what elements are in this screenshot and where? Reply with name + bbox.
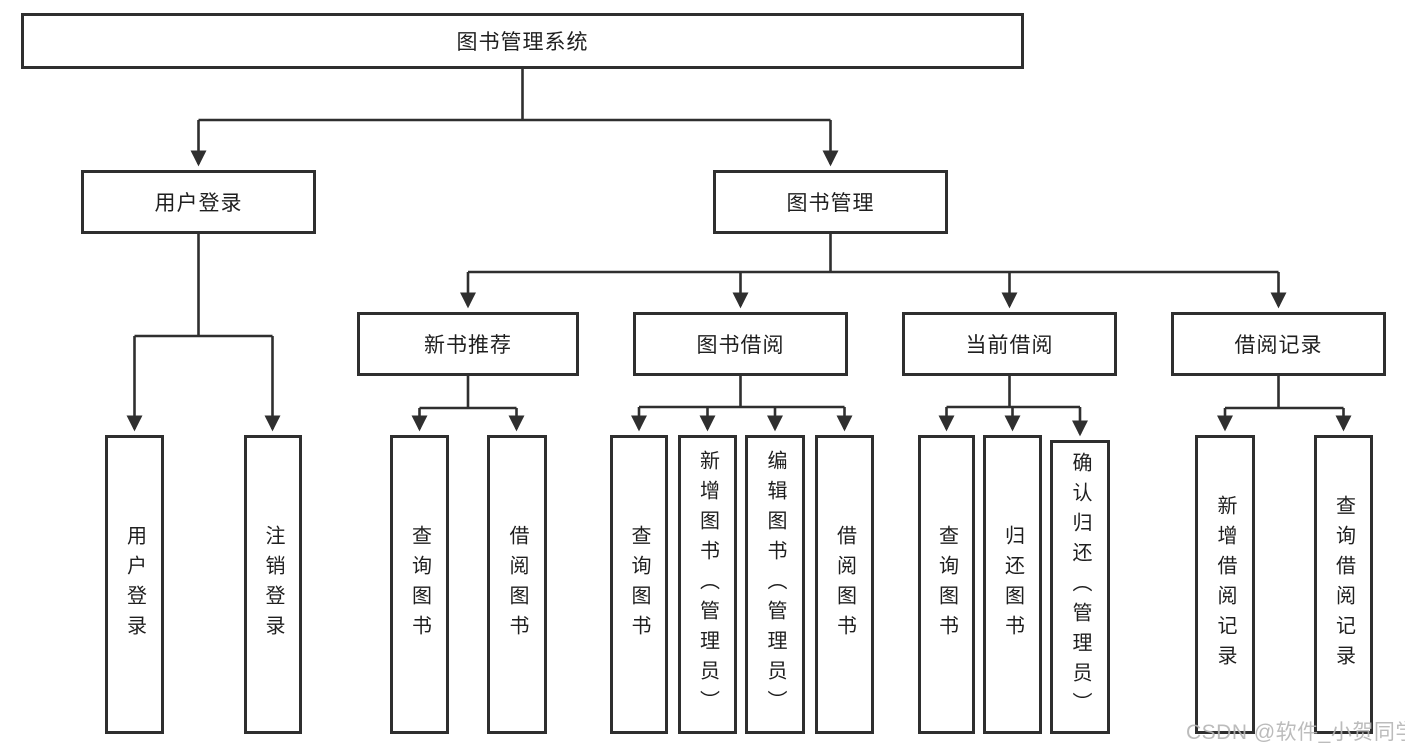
leaf-label: 编辑图书（管理员） — [764, 449, 786, 720]
leaf-label: 新增图书（管理员） — [696, 449, 719, 720]
leaf-nbr-query-books: 查询图书 — [390, 435, 449, 734]
leaf-logout: 注销登录 — [244, 435, 302, 734]
leaf-cb-query-books: 查询图书 — [918, 435, 975, 734]
leaf-bb-query-books: 查询图书 — [610, 435, 668, 734]
node-label: 借阅记录 — [1234, 334, 1323, 357]
node-label: 新书推荐 — [424, 334, 512, 357]
node-label: 图书借阅 — [696, 334, 785, 357]
node-new-book-recommend: 新书推荐 — [357, 312, 579, 376]
leaf-user-login: 用户登录 — [105, 435, 164, 734]
node-library-management-system: 图书管理系统 — [21, 13, 1024, 69]
node-label: 当前借阅 — [965, 334, 1054, 357]
leaf-label: 查询借阅记录 — [1332, 494, 1355, 675]
leaf-label: 归还图书 — [1001, 524, 1024, 645]
node-user-login: 用户登录 — [81, 170, 316, 234]
csdn-watermark: CSDN @软件_小贺同学 — [1186, 721, 1405, 744]
node-current-borrow: 当前借阅 — [902, 312, 1117, 376]
node-label: 图书管理 — [786, 192, 875, 215]
leaf-bb-add-books-admin: 新增图书（管理员） — [678, 435, 737, 734]
leaf-label: 查询图书 — [408, 524, 431, 645]
node-borrow-records: 借阅记录 — [1171, 312, 1386, 376]
leaf-br-add-record: 新增借阅记录 — [1195, 435, 1255, 734]
leaf-label: 查询图书 — [628, 524, 650, 645]
node-label: 用户登录 — [154, 192, 243, 215]
leaf-label: 确认归还（管理员） — [1069, 452, 1091, 722]
leaf-bb-borrow-books: 借阅图书 — [815, 435, 874, 734]
leaf-br-query-record: 查询借阅记录 — [1314, 435, 1373, 734]
leaf-bb-edit-books-admin: 编辑图书（管理员） — [745, 435, 805, 734]
leaf-label: 用户登录 — [123, 524, 146, 645]
node-label: 图书管理系统 — [456, 31, 589, 54]
leaf-cb-return-books: 归还图书 — [983, 435, 1042, 734]
node-book-management: 图书管理 — [713, 170, 948, 234]
leaf-cb-confirm-return-admin: 确认归还（管理员） — [1050, 440, 1110, 734]
leaf-label: 新增借阅记录 — [1214, 494, 1236, 675]
leaf-label: 查询图书 — [935, 524, 958, 645]
leaf-label: 注销登录 — [262, 524, 284, 645]
node-book-borrow: 图书借阅 — [633, 312, 848, 376]
leaf-label: 借阅图书 — [833, 524, 856, 645]
leaf-label: 借阅图书 — [506, 524, 528, 645]
leaf-nbr-borrow-books: 借阅图书 — [487, 435, 547, 734]
